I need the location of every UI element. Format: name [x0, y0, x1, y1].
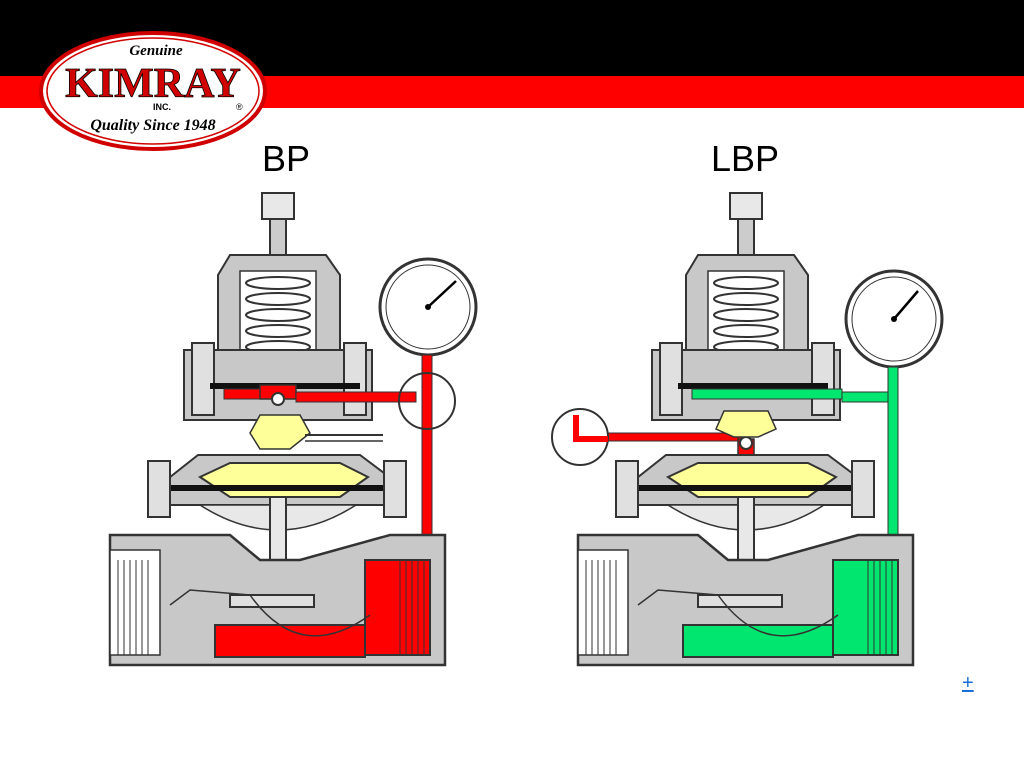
case-right-bolt [851, 460, 875, 518]
logo-registered: ® [236, 102, 243, 112]
outlet-threads [117, 560, 149, 655]
logo-tagline: Quality Since 1948 [90, 117, 215, 134]
outlet-threads [585, 560, 617, 655]
plus-link[interactable]: + [962, 672, 974, 694]
inlet-threads [399, 560, 431, 655]
pilot-sense-line [691, 388, 843, 400]
pilot-chamber [249, 414, 311, 450]
valve-seat [697, 594, 783, 608]
pilot-ball [271, 392, 285, 406]
kimray-logo: Genuine KIMRAY INC. ® Quality Since 1948 [39, 31, 267, 151]
left-bolt [191, 342, 215, 416]
logo-inc: INC. [153, 102, 171, 112]
lbp-valve-diagram [551, 192, 944, 667]
inlet-threads [867, 560, 899, 655]
right-bolt [343, 342, 367, 416]
left-bolt [659, 342, 683, 416]
flow-arrow [169, 589, 371, 637]
logo-brand: KIMRAY [65, 61, 241, 107]
pilot-chamber [715, 410, 777, 438]
diaphragm [197, 462, 370, 498]
logo-genuine: Genuine [129, 43, 183, 59]
adjusting-screw-nut [261, 192, 295, 220]
pilot-sense-line [223, 388, 261, 400]
valve-seat [229, 594, 315, 608]
adjusting-screw-nut [729, 192, 763, 220]
flow-arrow [637, 589, 839, 637]
spring-coils [245, 276, 311, 368]
diagram-label-lbp: LBP [711, 138, 780, 179]
case-left-bolt [615, 460, 639, 518]
magnify-circle [398, 372, 456, 430]
right-bolt [811, 342, 835, 416]
case-left-bolt [147, 460, 171, 518]
pilot-ball [739, 436, 753, 450]
case-right-bolt [383, 460, 407, 518]
diagram-label-bp: BP [262, 138, 311, 179]
diaphragm [665, 462, 838, 498]
bp-valve-diagram [108, 192, 478, 667]
